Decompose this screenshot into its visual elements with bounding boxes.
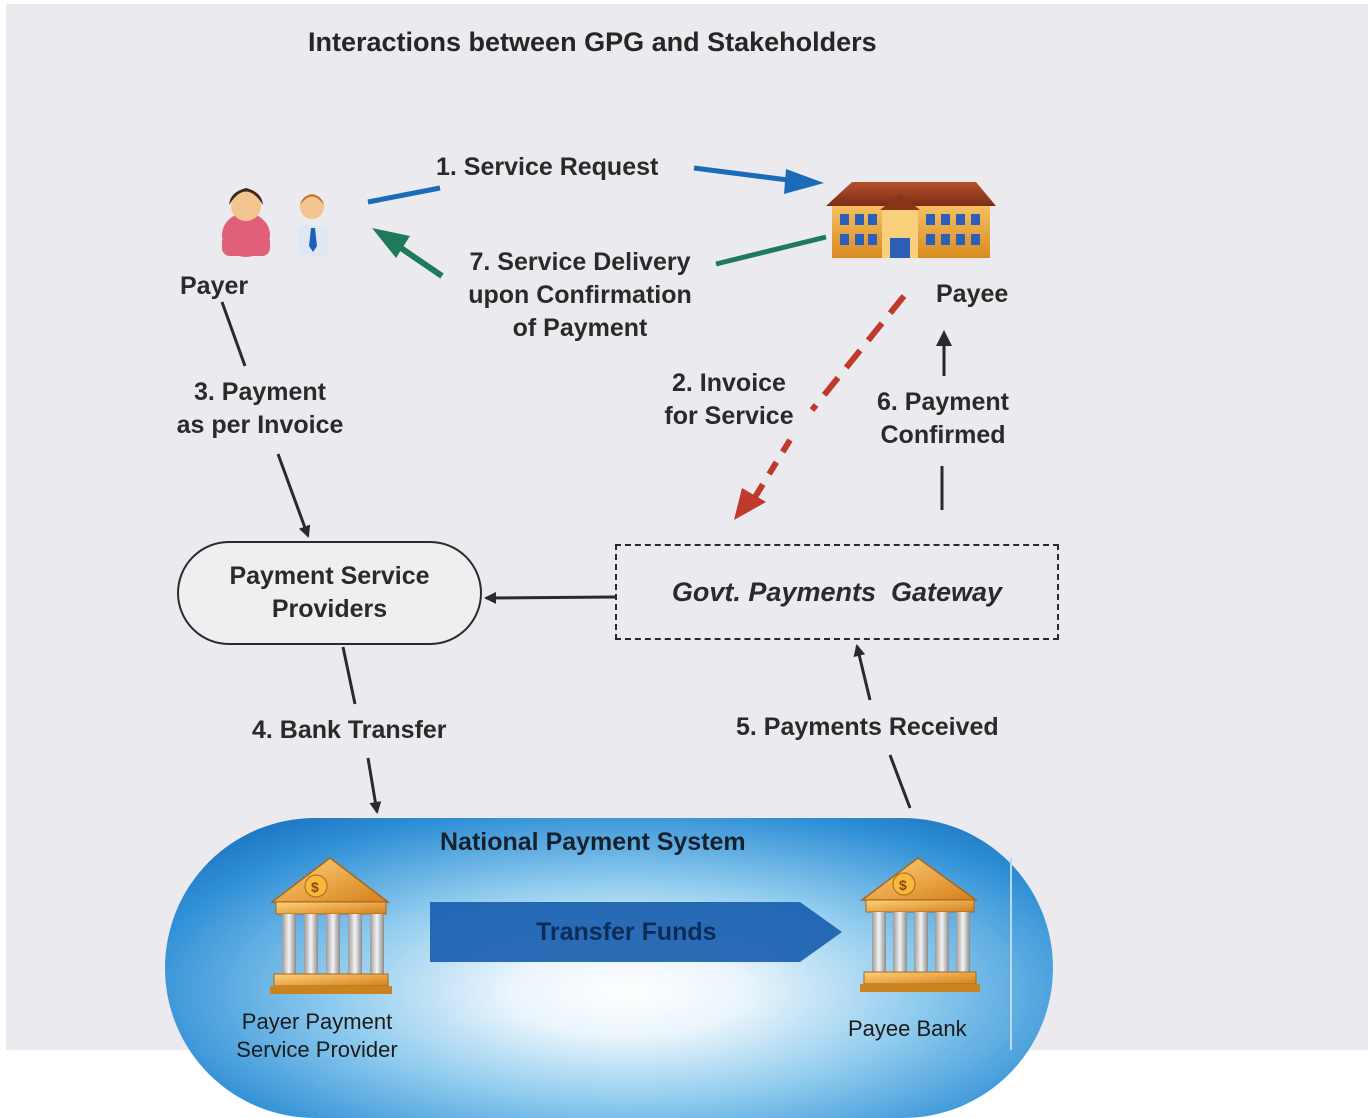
payment-confirmed-arrow [936, 330, 952, 510]
diagram-canvas: $ $ [220, 165, 996, 994]
bank-icon: $ [269, 857, 392, 994]
psp-label-line1: Payment Service [229, 562, 430, 590]
step-1-label: 1. Service Request [436, 153, 659, 181]
step-4-label: 4. Bank Transfer [252, 716, 447, 744]
step-2-label: 2. Invoice for Service [664, 369, 794, 430]
payment-as-per-invoice-arrow [220, 301, 311, 538]
step-7-label: 7. Service Delivery upon Confirmation of… [468, 248, 692, 342]
psp-label-line2: Providers [271, 595, 388, 623]
payee-bank-label: Payee Bank [848, 1016, 967, 1041]
nps-divider [1010, 858, 1012, 1050]
transfer-funds-arrow [430, 902, 842, 962]
invoice-arrow [734, 294, 907, 520]
payment-service-providers-node: Payment Service Providers [177, 541, 482, 645]
service-request-arrow [367, 165, 824, 205]
building-icon [826, 182, 996, 258]
bank-icon: $ [859, 857, 980, 992]
bank-transfer-arrow [341, 646, 382, 814]
payer-label: Payer [180, 272, 249, 300]
svg-text:$: $ [899, 877, 907, 893]
transfer-funds-label: Transfer Funds [536, 918, 717, 946]
gpg-label: Govt. Payments Gateway [671, 576, 1003, 607]
payee-label: Payee [936, 280, 1009, 308]
payer-bank-label: Payer Payment Service Provider [236, 1009, 398, 1062]
step-3-label: 3. Payment as per Invoice [176, 378, 344, 439]
nps-title: National Payment System [440, 828, 746, 856]
diagram-title: Interactions between GPG and Stakeholder… [308, 27, 877, 57]
people-icon [222, 188, 328, 257]
step-5-label: 5. Payments Received [736, 713, 999, 741]
step-6-label: 6. Payment Confirmed [876, 388, 1009, 449]
service-delivery-arrow [372, 228, 827, 279]
gpg-to-psp-arrow [484, 591, 616, 604]
payments-received-arrow [853, 644, 912, 809]
govt-payments-gateway-node: Govt. Payments Gateway [615, 544, 1059, 640]
svg-text:$: $ [311, 879, 319, 895]
